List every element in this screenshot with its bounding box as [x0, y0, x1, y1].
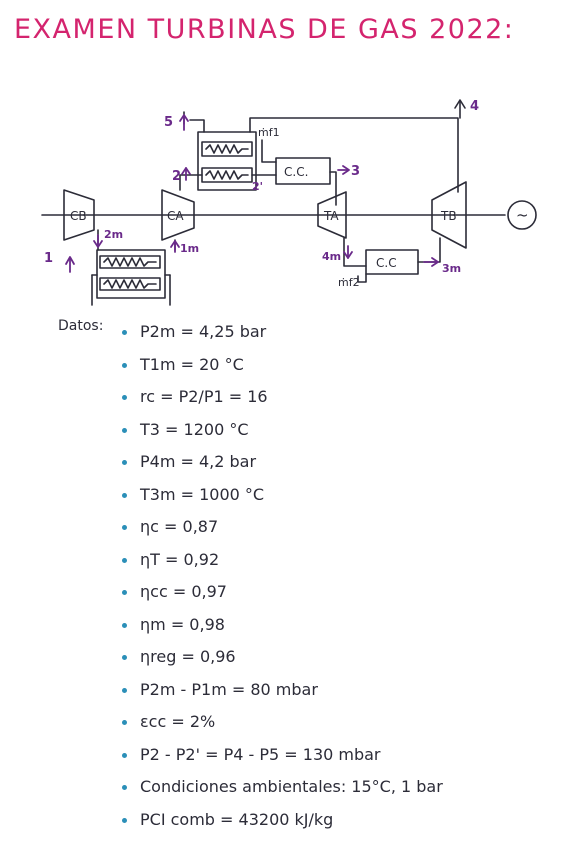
- data-item: ηc = 0,87: [122, 511, 443, 544]
- point-1-label: 1: [44, 251, 53, 266]
- generator-label: ~: [516, 206, 529, 224]
- turbine-tb: TB: [431, 181, 467, 249]
- generator: ~: [507, 200, 537, 230]
- data-item: rc = P2/P1 = 16: [122, 381, 443, 414]
- bullet-icon: [122, 492, 127, 498]
- data-item: PCI comb = 43200 kJ/kg: [122, 804, 443, 837]
- fuel-1-label: ṁf1: [258, 126, 280, 139]
- bullet-icon: [122, 330, 127, 335]
- data-item: ηcc = 0,97: [122, 576, 443, 609]
- point-2m-label: 2m: [104, 228, 123, 241]
- bullet-icon: [122, 427, 127, 433]
- bullet-icon: [122, 622, 127, 628]
- turbine-tb-label: TB: [440, 209, 457, 223]
- compressor-cb-label: CB: [70, 209, 87, 223]
- bullet-icon: [122, 395, 127, 400]
- data-item: ηT = 0,92: [122, 544, 443, 577]
- data-heading: Datos:: [58, 318, 104, 334]
- bullet-icon: [122, 525, 127, 530]
- bullet-icon: [122, 590, 127, 595]
- bullet-icon: [122, 817, 127, 823]
- bullet-icon: [122, 557, 127, 563]
- point-3-label: 3: [351, 164, 360, 179]
- point-2-label: 2: [172, 169, 181, 184]
- bullet-icon: [122, 655, 127, 660]
- point-4m-label: 4m: [322, 250, 341, 263]
- point-5-label: 5: [164, 115, 173, 130]
- data-item: P4m = 4,2 bar: [122, 446, 443, 479]
- data-item: P2m = 4,25 bar: [122, 316, 443, 349]
- page-title: EXAMEN TURBINAS DE GAS 2022:: [14, 14, 515, 45]
- data-item: T3m = 1000 °C: [122, 479, 443, 512]
- gas-turbine-diagram: CB CA TA TB ~: [41, 99, 537, 306]
- point-3m-label: 3m: [442, 262, 461, 275]
- bullet-icon: [122, 785, 127, 790]
- combustion-chamber-2-label: C.C: [376, 256, 397, 270]
- point-4-label: 4: [470, 99, 479, 114]
- intercooler: [91, 249, 171, 306]
- bullet-icon: [122, 687, 127, 693]
- regenerator: [197, 131, 257, 191]
- data-item: εcc = 2%: [122, 706, 443, 739]
- combustion-chamber-1: C.C.: [275, 157, 331, 185]
- bullet-icon: [122, 460, 127, 465]
- data-item: ηreg = 0,96: [122, 641, 443, 674]
- bullet-icon: [122, 362, 127, 368]
- data-item: Condiciones ambientales: 15°C, 1 bar: [122, 771, 443, 804]
- turbine-ta-label: TA: [323, 209, 339, 223]
- compressor-ca-label: CA: [167, 209, 184, 223]
- combustion-chamber-2: C.C: [365, 249, 419, 275]
- data-list: P2m = 4,25 bar T1m = 20 °C rc = P2/P1 = …: [122, 316, 443, 836]
- data-item: P2 - P2' = P4 - P5 = 130 mbar: [122, 739, 443, 772]
- data-item: ηm = 0,98: [122, 609, 443, 642]
- compressor-cb: CB: [63, 189, 95, 241]
- combustion-chamber-1-label: C.C.: [284, 165, 308, 179]
- bullet-icon: [122, 720, 127, 725]
- data-item: P2m - P1m = 80 mbar: [122, 674, 443, 707]
- data-item: T1m = 20 °C: [122, 349, 443, 382]
- data-item: T3 = 1200 °C: [122, 414, 443, 447]
- point-1m-label: 1m: [180, 242, 199, 255]
- bullet-icon: [122, 752, 127, 758]
- point-2prime-label: 2': [252, 180, 263, 193]
- compressor-ca: CA: [161, 189, 195, 241]
- fuel-2-label: ṁf2: [338, 276, 360, 289]
